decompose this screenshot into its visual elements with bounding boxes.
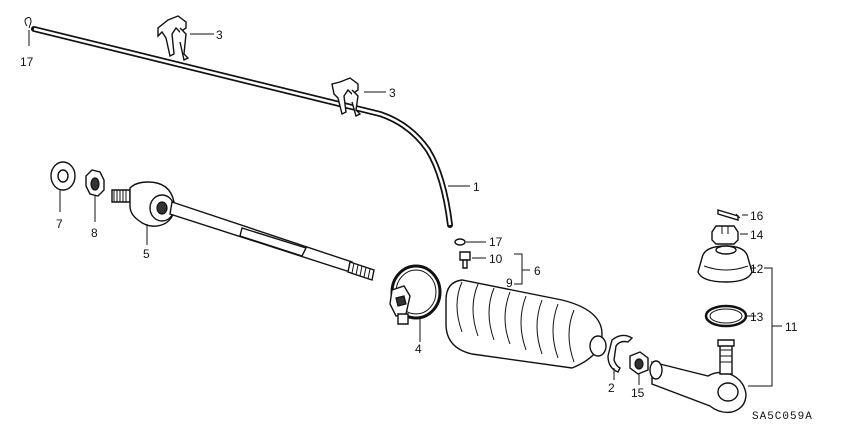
callout-6: 6 [534, 264, 541, 278]
callout-13: 13 [750, 310, 764, 324]
callout-17-lower: 17 [489, 235, 503, 249]
part-11-tie-rod-end [649, 339, 747, 414]
callout-14: 14 [750, 228, 764, 242]
callout-15: 15 [631, 386, 645, 400]
callout-11: 11 [785, 320, 798, 334]
part-11-bracket [748, 267, 782, 387]
callout-2: 2 [608, 381, 615, 395]
callout-8: 8 [91, 226, 98, 240]
callout-3-lower: 3 [389, 86, 396, 100]
callout-12: 12 [750, 262, 764, 276]
part-16-cotter-pin [717, 209, 748, 221]
part-4-boot-band [389, 264, 442, 342]
callout-16: 16 [750, 209, 764, 223]
callout-3-upper: 3 [216, 28, 223, 42]
part-17-clip-lower [454, 238, 486, 246]
part-10-breather-joint [459, 251, 486, 269]
part-15-lock-nut [629, 351, 649, 385]
part-3-clip-upper [157, 15, 214, 62]
part-13-clip-ring [704, 304, 756, 328]
callout-10: 10 [489, 252, 503, 266]
callout-5: 5 [143, 247, 150, 261]
part-3-clip-lower [331, 77, 386, 118]
callout-1: 1 [473, 180, 480, 194]
part-7-washer [50, 161, 76, 212]
callout-17-top: 17 [20, 55, 34, 69]
part-6-9-bracket [514, 253, 530, 285]
callout-9: 9 [506, 276, 513, 290]
part-2-boot-clip [607, 334, 634, 380]
figure-code: SA5C059A [752, 411, 813, 423]
part-6-rack-boot [445, 279, 607, 369]
callout-7: 7 [56, 217, 63, 231]
part-12-dust-seal [697, 245, 756, 283]
part-1-breather-tube [31, 26, 470, 228]
part-17-clip-top [24, 17, 32, 46]
callout-4: 4 [415, 342, 422, 356]
part-5-tie-rod [111, 181, 375, 281]
part-8-lock-nut [85, 169, 105, 222]
part-14-castle-nut [711, 225, 748, 245]
